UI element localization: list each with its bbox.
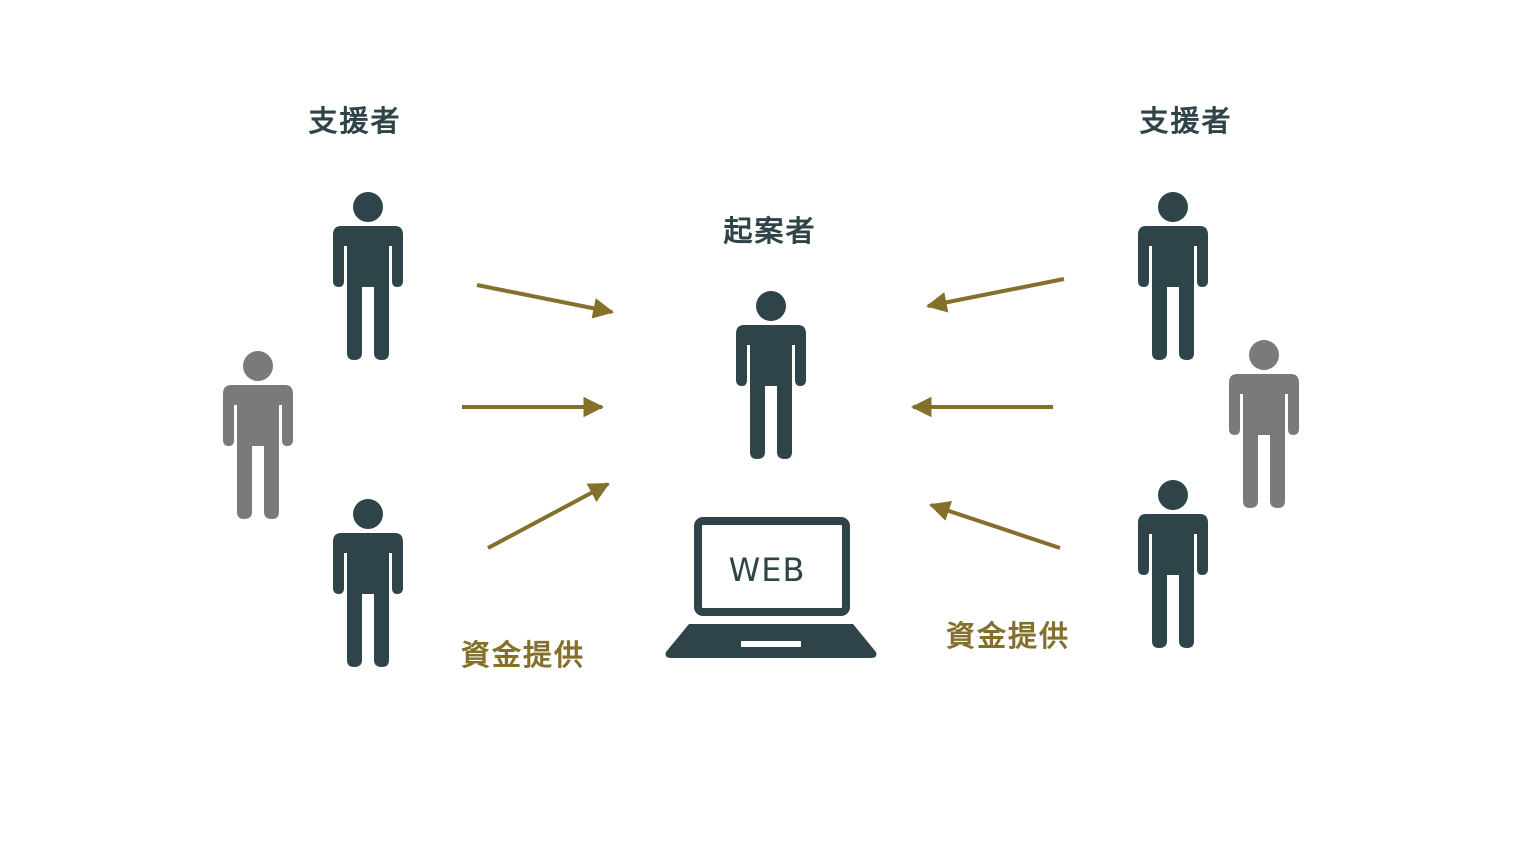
- initiator-label: 起案者: [723, 214, 817, 248]
- supporter-person-left-bottom: [333, 499, 403, 667]
- funding-label-left: 資金提供: [460, 638, 586, 672]
- supporter-person-left-middle: [223, 351, 293, 519]
- arrow-left-top: [476, 283, 615, 319]
- arrow-right-bottom: [929, 501, 1061, 550]
- supporter-person-left-top: [333, 192, 403, 360]
- funding-label-right: 資金提供: [945, 619, 1071, 653]
- arrow-left-bottom: [487, 482, 610, 550]
- supporter-label-right: 支援者: [1139, 104, 1233, 138]
- laptop-icon: WEB: [665, 517, 877, 658]
- supporter-label-left: 支援者: [308, 104, 402, 138]
- supporter-person-right-middle: [1229, 340, 1299, 508]
- supporter-person-right-top: [1138, 192, 1208, 360]
- initiator-person: [736, 291, 806, 459]
- arrow-right-top: [925, 277, 1065, 313]
- laptop-screen-text: WEB: [729, 551, 806, 589]
- supporter-person-right-bottom: [1138, 480, 1208, 648]
